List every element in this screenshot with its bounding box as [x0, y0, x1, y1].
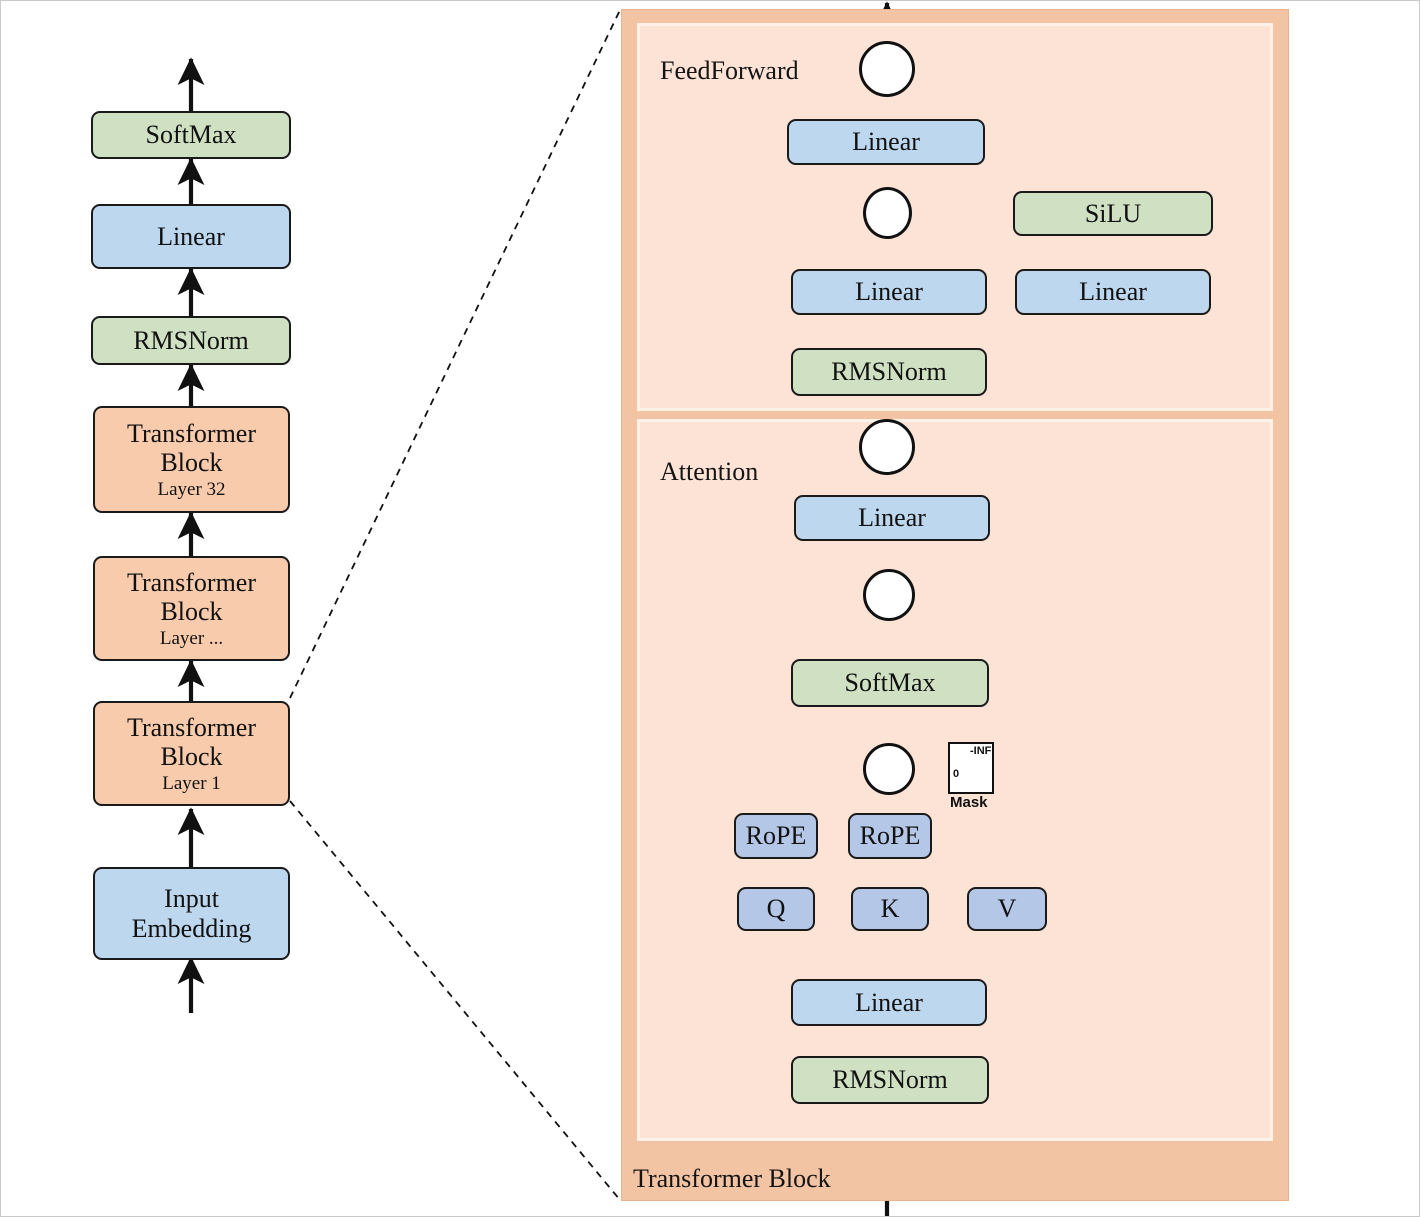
blockmid-line1: Transformer: [126, 567, 257, 597]
zoom-guide-lower: [289, 800, 621, 1201]
mask-caption: Mask: [950, 794, 988, 811]
attn-rope-k-node[interactable]: RoPE: [848, 813, 932, 859]
attn-linear-qkv-label: Linear: [855, 987, 923, 1017]
mask-upper-value: -INF: [970, 745, 992, 757]
ff-add-operator: [859, 41, 915, 97]
overview-linear-node[interactable]: Linear: [91, 204, 291, 269]
ff-linear-up-label: Linear: [1079, 277, 1147, 307]
attn-add-operator: [859, 419, 915, 475]
overview-linear-label: Linear: [157, 221, 225, 251]
blockmid-line2: Block: [160, 596, 223, 626]
ff-linear-gate-node[interactable]: Linear: [791, 269, 987, 315]
ff-linear-up-node[interactable]: Linear: [1015, 269, 1211, 315]
overview-transformer-block-mid[interactable]: Transformer Block Layer ...: [93, 556, 290, 661]
attention-panel-title: Attention: [660, 457, 759, 486]
overview-transformer-block-1[interactable]: Transformer Block Layer 1: [93, 701, 290, 806]
ff-linear-gate-label: Linear: [855, 277, 923, 307]
block1-line1: Transformer: [126, 712, 257, 742]
overview-softmax-label: SoftMax: [145, 120, 237, 150]
attn-rmsnorm-node[interactable]: RMSNorm: [791, 1056, 989, 1104]
ff-silu-label: SiLU: [1084, 198, 1142, 228]
attn-rope-q-label: RoPE: [745, 821, 807, 851]
attn-k-label: K: [880, 894, 900, 924]
ff-linear-down-label: Linear: [852, 127, 920, 157]
attn-k-node[interactable]: K: [851, 887, 929, 931]
ff-silu-node[interactable]: SiLU: [1013, 191, 1213, 236]
attn-matmul-scores-operator: [863, 743, 915, 795]
attn-rmsnorm-label: RMSNorm: [832, 1065, 948, 1095]
attn-rope-q-node[interactable]: RoPE: [734, 813, 818, 859]
ff-rmsnorm-label: RMSNorm: [831, 357, 947, 387]
attn-q-node[interactable]: Q: [737, 887, 815, 931]
overview-input-embedding-node[interactable]: Input Embedding: [93, 867, 290, 960]
attn-linear-out-node[interactable]: Linear: [794, 495, 990, 541]
attn-rope-k-label: RoPE: [859, 821, 921, 851]
attn-softmax-label: SoftMax: [844, 668, 936, 698]
mask-lower-value: 0: [953, 768, 960, 780]
overview-rmsnorm-label: RMSNorm: [133, 325, 249, 355]
causal-mask-icon: [948, 742, 994, 794]
attn-linear-out-label: Linear: [858, 503, 926, 533]
ff-rmsnorm-node[interactable]: RMSNorm: [791, 348, 987, 396]
feedforward-panel-title: FeedForward: [660, 56, 799, 85]
attn-v-label: V: [997, 894, 1017, 924]
attn-v-node[interactable]: V: [967, 887, 1047, 931]
input-embedding-line1: Input: [164, 884, 219, 914]
overview-softmax-node[interactable]: SoftMax: [91, 111, 291, 159]
transformer-block-outer-title: Transformer Block: [633, 1164, 831, 1193]
attn-matmul-values-operator: [863, 569, 915, 621]
input-embedding-line2: Embedding: [131, 913, 252, 943]
ff-elementwise-multiply-operator: [863, 187, 912, 239]
block1-sublabel: Layer 1: [162, 772, 221, 794]
overview-rmsnorm-node[interactable]: RMSNorm: [91, 316, 291, 365]
block1-line2: Block: [160, 741, 223, 771]
ff-linear-down-node[interactable]: Linear: [787, 119, 985, 165]
blockmid-sublabel: Layer ...: [159, 627, 224, 649]
overview-transformer-block-32[interactable]: Transformer Block Layer 32: [93, 406, 290, 513]
block32-line1: Transformer: [126, 418, 257, 448]
zoom-guide-upper: [289, 9, 621, 699]
block32-line2: Block: [160, 447, 223, 477]
attn-softmax-node[interactable]: SoftMax: [791, 659, 989, 707]
attn-linear-qkv-node[interactable]: Linear: [791, 979, 987, 1026]
attn-q-label: Q: [766, 894, 786, 924]
block32-sublabel: Layer 32: [157, 478, 226, 500]
